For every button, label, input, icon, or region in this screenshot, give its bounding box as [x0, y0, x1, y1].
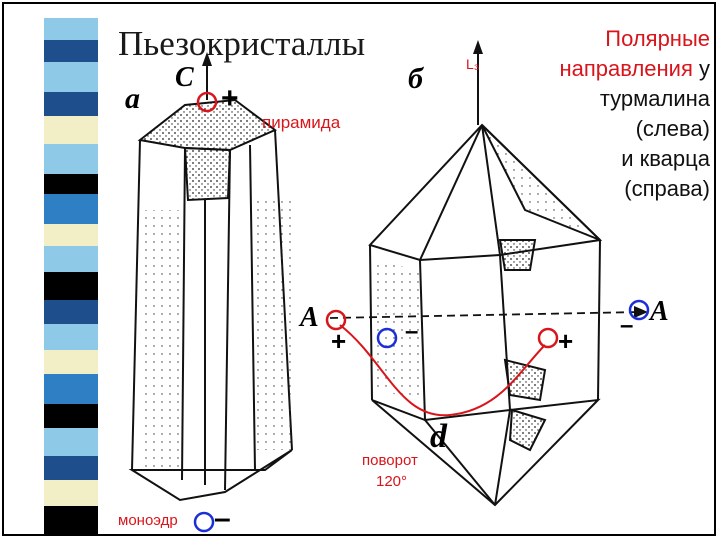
label-left-minus: – — [405, 318, 419, 345]
description-line5: и кварца — [621, 146, 710, 171]
description-line2: направления у — [560, 54, 711, 84]
description-line2-black: у — [692, 56, 710, 81]
description-line3: турмалина — [599, 86, 710, 111]
label-right-plus: + — [558, 326, 574, 356]
label-rotation-line2: 120° — [376, 473, 408, 490]
label-c-plus: + — [221, 82, 239, 115]
pole-positive-top — [196, 91, 218, 113]
tourmaline-crystal — [128, 98, 293, 502]
rotation-arc — [339, 324, 546, 417]
pole-negative-left — [376, 327, 398, 349]
pole-negative-bottom — [193, 511, 215, 533]
label-right-minus: – — [620, 312, 634, 339]
description-line1: Полярные — [605, 26, 710, 51]
label-rotation-line1: поворот — [362, 452, 418, 469]
description-line6: (справа) — [624, 176, 710, 201]
pole-positive-left — [325, 309, 347, 331]
label-monohedron: моноэдр — [118, 512, 178, 529]
a-axis-arrowhead — [634, 306, 648, 318]
c-axis-arrowhead — [202, 52, 212, 66]
pole-positive-right — [537, 327, 559, 349]
label-a-right: A — [650, 296, 669, 327]
quartz-crystal — [368, 123, 603, 507]
label-c-axis: C — [175, 62, 194, 93]
description-line2-red: направления — [559, 56, 693, 81]
label-left-plus: + — [331, 326, 347, 356]
label-bottom-d: d — [430, 418, 447, 455]
slide-title: Пьезокристаллы — [118, 24, 366, 63]
decorative-strip — [44, 18, 98, 534]
label-b: б — [408, 62, 423, 95]
label-l3: L₃ — [466, 56, 480, 72]
label-a-left: A — [300, 302, 319, 333]
label-pyramid: пирамида — [262, 113, 341, 132]
label-bottom-minus: – — [214, 502, 231, 535]
description-line4: (слева) — [635, 116, 710, 141]
label-a: а — [125, 82, 140, 115]
l3-axis-arrowhead — [473, 40, 483, 54]
description-text: Полярные направления у турмалина (слева)… — [560, 24, 711, 204]
pole-negative-right — [628, 299, 650, 321]
